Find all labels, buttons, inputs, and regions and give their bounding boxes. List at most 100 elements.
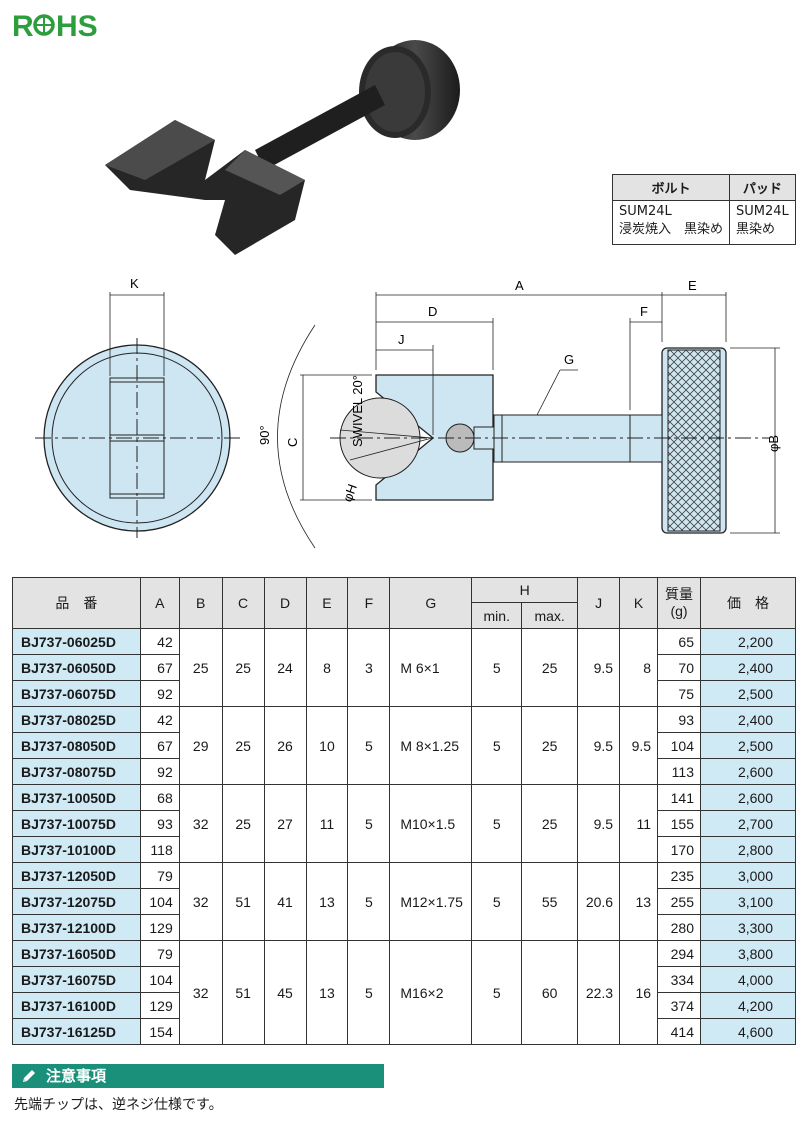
dim-e-cell: 11 (305, 784, 349, 863)
label-k: K (130, 276, 139, 291)
material-pad: SUM24L 黒染め (729, 200, 796, 245)
col-c: C (221, 577, 265, 629)
mass-cell: 374 (657, 992, 701, 1019)
dim-hmax-cell: 25 (521, 784, 579, 863)
dim-a-cell: 154 (139, 1018, 180, 1045)
pad-treatment: 黒染め (736, 222, 776, 237)
dim-k-cell: 8 (619, 628, 659, 707)
dim-k-cell: 13 (619, 862, 659, 941)
col-j: J (577, 577, 621, 629)
mass-cell: 170 (657, 836, 701, 863)
mass-cell: 93 (657, 706, 701, 733)
dim-c-cell: 25 (221, 784, 265, 863)
dim-a-cell: 42 (139, 706, 180, 733)
dim-hmin-cell: 5 (471, 706, 523, 785)
part-number-cell: BJ737-16050D (12, 940, 141, 967)
dim-g-cell: M10×1.5 (389, 784, 473, 863)
dim-d-cell: 26 (263, 706, 307, 785)
dim-hmax-cell: 25 (521, 706, 579, 785)
col-part-number: 品 番 (12, 577, 141, 629)
side-view: A E D F J G φB C 90° SWIVEL 20° φH (257, 278, 781, 549)
dim-b-cell: 32 (178, 862, 223, 941)
dim-f-cell: 5 (347, 706, 391, 785)
col-price: 価 格 (700, 577, 796, 629)
mass-cell: 334 (657, 966, 701, 993)
label-d: D (428, 304, 437, 319)
bolt-treatment: 浸炭焼入 黒染め (619, 222, 724, 237)
price-cell: 3,000 (700, 862, 796, 889)
dim-hmin-cell: 5 (471, 784, 523, 863)
dim-c-cell: 51 (221, 940, 265, 1045)
part-number-cell: BJ737-16075D (12, 966, 141, 993)
dim-a-cell: 118 (139, 836, 180, 863)
col-mass: 質量 (g) (657, 577, 701, 629)
part-number-cell: BJ737-08025D (12, 706, 141, 733)
dim-d-cell: 27 (263, 784, 307, 863)
dim-c-cell: 25 (221, 706, 265, 785)
mass-cell: 75 (657, 680, 701, 707)
dim-hmax-cell: 25 (521, 628, 579, 707)
svg-text:R: R (12, 10, 34, 43)
dim-e-cell: 10 (305, 706, 349, 785)
notes-text: 先端チップは、逆ネジ仕様です。 (14, 1097, 223, 1113)
price-cell: 2,600 (700, 784, 796, 811)
notes-header: 注意事項 (12, 1064, 384, 1088)
dim-g-cell: M16×2 (389, 940, 473, 1045)
bolt-material: SUM24L (619, 204, 672, 219)
label-g: G (564, 352, 574, 367)
col-f: F (347, 577, 391, 629)
dim-e-cell: 8 (305, 628, 349, 707)
dim-a-cell: 129 (139, 992, 180, 1019)
dim-d-cell: 41 (263, 862, 307, 941)
part-number-cell: BJ737-06075D (12, 680, 141, 707)
mass-cell: 104 (657, 732, 701, 759)
dim-f-cell: 3 (347, 628, 391, 707)
mass-cell: 155 (657, 810, 701, 837)
dim-a-cell: 67 (139, 654, 180, 681)
price-cell: 2,700 (700, 810, 796, 837)
dim-b-cell: 29 (178, 706, 223, 785)
dim-a-cell: 104 (139, 888, 180, 915)
dim-a-cell: 79 (139, 940, 180, 967)
part-number-cell: BJ737-12050D (12, 862, 141, 889)
dim-f-cell: 5 (347, 784, 391, 863)
dim-e-cell: 13 (305, 940, 349, 1045)
front-view: K (35, 276, 240, 538)
dim-d-cell: 24 (263, 628, 307, 707)
dim-hmin-cell: 5 (471, 940, 523, 1045)
label-b: φB (766, 435, 781, 452)
label-j: J (398, 332, 405, 347)
dim-e-cell: 13 (305, 862, 349, 941)
part-number-cell: BJ737-08075D (12, 758, 141, 785)
part-number-cell: BJ737-16125D (12, 1018, 141, 1045)
part-number-cell: BJ737-10100D (12, 836, 141, 863)
col-g: G (389, 577, 473, 629)
label-c: C (285, 438, 300, 447)
col-h-max: max. (521, 602, 579, 629)
dim-a-cell: 104 (139, 966, 180, 993)
col-h: H (471, 577, 579, 603)
dim-a-cell: 68 (139, 784, 180, 811)
part-number-cell: BJ737-12100D (12, 914, 141, 941)
price-cell: 2,600 (700, 758, 796, 785)
dim-hmin-cell: 5 (471, 862, 523, 941)
dim-hmax-cell: 55 (521, 862, 579, 941)
price-cell: 4,200 (700, 992, 796, 1019)
col-h-min: min. (471, 602, 523, 629)
label-swivel: SWIVEL 20° (350, 375, 365, 447)
price-cell: 2,500 (700, 680, 796, 707)
col-k: K (619, 577, 659, 629)
dim-hmin-cell: 5 (471, 628, 523, 707)
dim-b-cell: 25 (178, 628, 223, 707)
dim-k-cell: 11 (619, 784, 659, 863)
dim-g-cell: M12×1.75 (389, 862, 473, 941)
price-cell: 2,400 (700, 706, 796, 733)
price-cell: 4,600 (700, 1018, 796, 1045)
dim-j-cell: 9.5 (577, 706, 621, 785)
dim-a-cell: 92 (139, 680, 180, 707)
